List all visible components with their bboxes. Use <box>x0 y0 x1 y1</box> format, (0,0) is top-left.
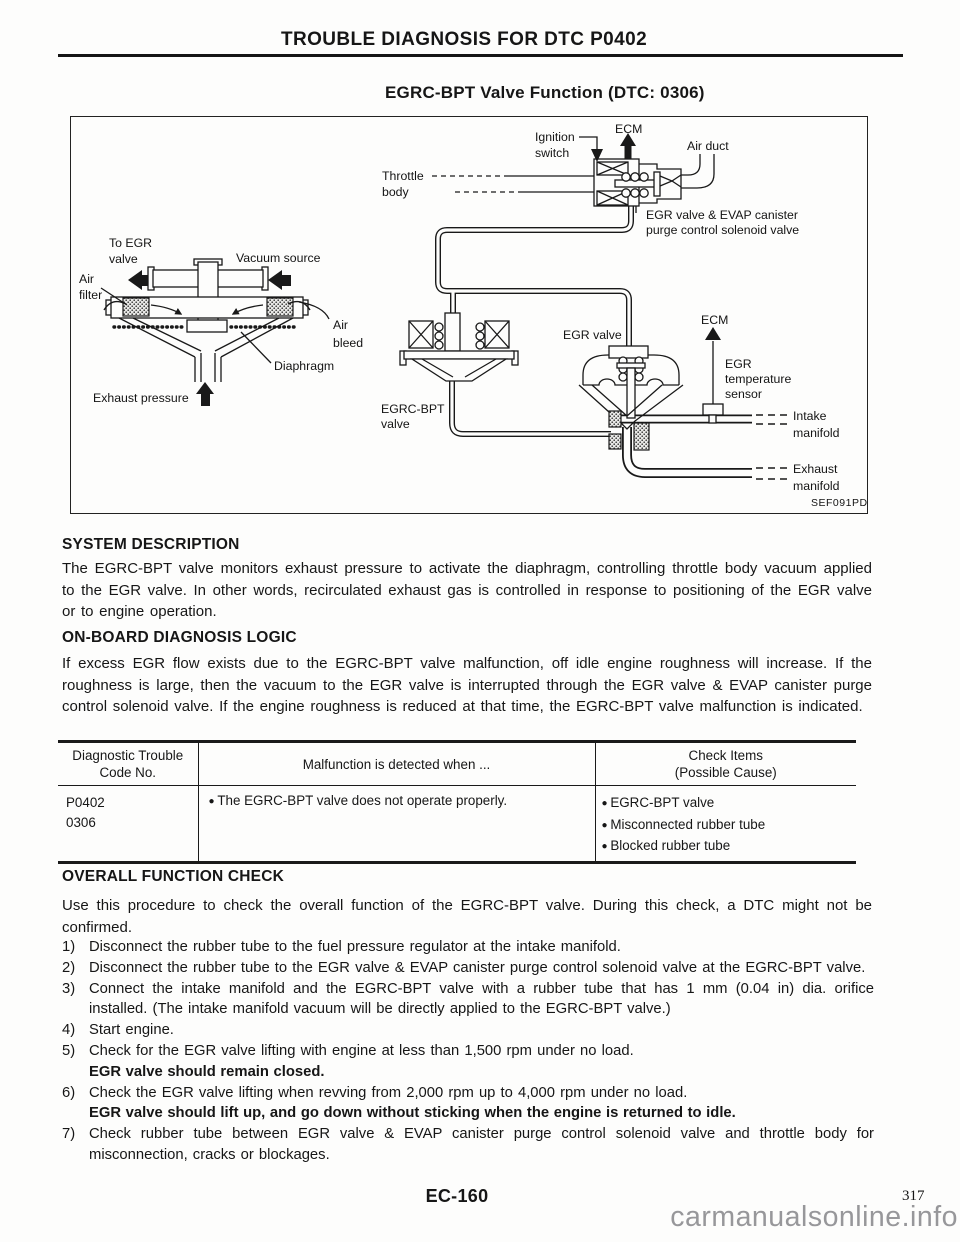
col-header-malfunction: Malfunction is detected when ... <box>197 741 595 786</box>
col-header-check-items: Check Items (Possible Cause) <box>594 741 856 786</box>
diaphragm-leader <box>240 331 272 364</box>
intake-label-1: Intake <box>793 409 827 423</box>
air-filter-right <box>266 297 294 317</box>
exhaust-dash-lines <box>756 467 788 480</box>
intake-label-2: manifold <box>793 426 840 440</box>
ignition-label-2: switch <box>535 146 569 160</box>
figure-ref-code: SEF091PD <box>811 497 867 509</box>
egr-temp-label-3: sensor <box>725 387 762 401</box>
overall-check-steps: 1) Disconnect the rubber tube to the fue… <box>62 937 874 1166</box>
figure-title: EGRC-BPT Valve Function (DTC: 0306) <box>385 83 705 102</box>
page-code: EC-160 <box>425 1186 489 1206</box>
page-title: TROUBLE DIAGNOSIS FOR DTC P0402 <box>280 29 648 50</box>
dtc-table: Diagnostic Trouble Code No. Malfunction … <box>58 740 856 864</box>
vacuum-source-label: Vacuum source <box>236 251 321 265</box>
check-item: EGRC-BPT valve <box>602 793 857 815</box>
vacuum-arrow-icon <box>268 270 291 290</box>
air-bleed-leader <box>298 301 330 320</box>
egrc-bpt-function-diagram: ECM Ignition switch Air duct Throttle bo… <box>79 122 867 509</box>
air-filter-label-2: filter <box>79 288 102 302</box>
step-item: 2) Disconnect the rubber tube to the EGR… <box>62 959 866 976</box>
egrc-bpt-valve-schematic <box>399 312 519 382</box>
egr-temp-label-2: temperature <box>725 372 791 386</box>
ecm-top-label: ECM <box>615 122 642 136</box>
cell-codes: P0402 0306 <box>66 795 105 830</box>
ecm-right-arrow-icon <box>705 327 721 340</box>
cell-check-items: EGRC-BPT valve Misconnected rubber tube … <box>594 785 857 863</box>
onboard-logic-heading: ON-BOARD DIAGNOSIS LOGIC <box>62 629 297 646</box>
air-bleed-label-1: Air <box>333 318 348 332</box>
step-item: 1) Disconnect the rubber tube to the fue… <box>62 939 621 955</box>
page-number: 317 <box>902 1188 925 1204</box>
step-bold-result: EGR valve should remain closed. <box>89 1063 325 1080</box>
air-duct-lines <box>681 154 715 189</box>
air-bleed-label-2: bleed <box>333 336 363 350</box>
intake-dash-lines <box>756 414 788 425</box>
purge-solenoid-valve <box>593 158 682 207</box>
egr-temp-sensor <box>702 341 724 424</box>
exhaust-label-1: Exhaust <box>793 462 838 476</box>
ignition-switch-arrow-icon <box>579 136 603 162</box>
to-egr-label-2: valve <box>109 252 138 266</box>
solenoid-label-1: EGR valve & EVAP canister <box>646 208 798 222</box>
egr-valve-drawing <box>578 345 684 451</box>
exhaust-pressure-label: Exhaust pressure <box>93 391 189 405</box>
title-rule <box>58 54 903 57</box>
vacuum-pipes <box>435 206 752 478</box>
throttle-label-2: body <box>382 185 410 199</box>
ecm-right-label: ECM <box>701 313 728 327</box>
egr-valve-label: EGR valve <box>563 328 622 342</box>
bpt-cross-section <box>100 258 330 406</box>
air-filter-label-1: Air <box>79 272 94 286</box>
air-filter-leader <box>100 287 128 306</box>
ignition-label-1: Ignition <box>535 130 575 144</box>
air-filter-left <box>122 297 150 317</box>
step-item: 5) Check for the EGR valve lifting with … <box>62 1041 874 1083</box>
step-bold-result: EGR valve should lift up, and go down wi… <box>89 1105 736 1122</box>
system-description-heading: SYSTEM DESCRIPTION <box>62 536 240 553</box>
to-egr-arrow-icon <box>128 270 151 290</box>
step-item: 6) Check the EGR valve lifting when revv… <box>62 1083 874 1125</box>
overall-check-intro: Use this procedure to check the overall … <box>62 897 872 936</box>
exhaust-label-2: manifold <box>793 479 840 493</box>
step-item: 4) Start engine. <box>62 1022 174 1039</box>
air-duct-label: Air duct <box>687 139 729 153</box>
col-header-code: Diagnostic Trouble Code No. <box>58 741 198 786</box>
bullet-icon <box>209 793 218 808</box>
solenoid-label-2: purge control solenoid valve <box>646 223 799 237</box>
system-description-body: The EGRC-BPT valve monitors exhaust pres… <box>62 560 872 621</box>
exhaust-pressure-arrow-icon <box>196 382 214 406</box>
overall-check-heading: OVERALL FUNCTION CHECK <box>62 868 284 885</box>
diaphragm-label: Diaphragm <box>274 359 334 373</box>
egrc-bpt-label-2: valve <box>381 417 410 431</box>
check-item: Misconnected rubber tube <box>602 815 857 837</box>
step-item: 3) Connect the intake manifold and the E… <box>62 980 874 1018</box>
throttle-label-1: Throttle <box>382 169 424 183</box>
figure-box: ECM Ignition switch Air duct Throttle bo… <box>70 116 868 514</box>
step-item: 7) Check rubber tube between EGR valve &… <box>62 1126 874 1163</box>
check-item: Blocked rubber tube <box>602 836 857 858</box>
egrc-bpt-label-1: EGRC-BPT <box>381 402 445 416</box>
table-row: P0402 0306 The EGRC-BPT valve does not o… <box>58 785 857 863</box>
egr-temp-label-1: EGR <box>725 357 752 371</box>
cell-malfunction: The EGRC-BPT valve does not operate prop… <box>197 785 595 863</box>
watermark: carmanualsonline.info <box>670 1201 958 1233</box>
to-egr-label-1: To EGR <box>109 236 152 250</box>
ecm-top-arrow-icon <box>620 133 636 159</box>
throttle-body-lines <box>432 175 594 193</box>
onboard-logic-body: If excess EGR flow exists due to the EGR… <box>62 655 872 716</box>
